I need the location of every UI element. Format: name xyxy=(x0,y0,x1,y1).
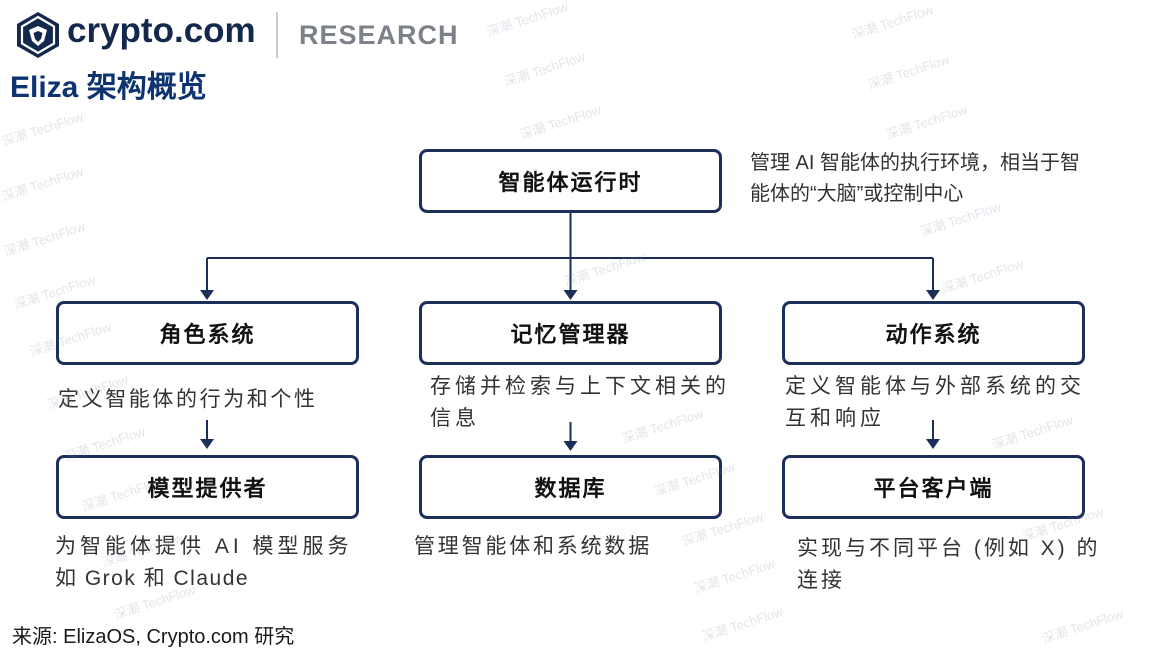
platform-client-desc: 实现与不同平台 (例如 X) 的 连接 xyxy=(797,533,1101,597)
character-system-label: 角色系统 xyxy=(159,322,256,347)
memory-manager-desc: 存储并检索与上下文相关的 信息 xyxy=(430,371,730,435)
watermark: 深潮 TechFlow xyxy=(866,51,952,93)
runtime-note: 管理 AI 智能体的执行环境，相当于智 能体的“大脑”或控制中心 xyxy=(750,148,1080,210)
watermark: 深潮 TechFlow xyxy=(0,163,86,205)
header-divider xyxy=(276,12,278,58)
runtime-box-label: 智能体运行时 xyxy=(498,170,643,195)
action-system-label: 动作系统 xyxy=(885,322,982,347)
model-provider-box: 模型提供者 xyxy=(56,455,359,519)
page-title: Eliza 架构概览 xyxy=(10,71,207,104)
watermark: 深潮 TechFlow xyxy=(940,255,1026,297)
watermark: 深潮 TechFlow xyxy=(485,0,571,40)
platform-client-box: 平台客户端 xyxy=(782,455,1085,519)
watermark: 深潮 TechFlow xyxy=(562,248,648,290)
watermark: 深潮 TechFlow xyxy=(692,555,778,597)
desc-line: 存储并检索与上下文相关的 xyxy=(430,375,730,398)
source-note: 来源: ElizaOS, Crypto.com 研究 xyxy=(12,626,295,648)
section-label: RESEARCH xyxy=(299,20,459,50)
arrowhead-c0-module xyxy=(200,290,214,300)
arrowhead-c1-child xyxy=(563,441,578,451)
desc-line: 信息 xyxy=(430,407,480,430)
desc-line: 定义智能体与外部系统的交 xyxy=(785,375,1085,398)
platform-client-label: 平台客户端 xyxy=(873,476,994,501)
database-box: 数据库 xyxy=(419,455,722,519)
model-provider-desc: 为智能体提供 AI 模型服务 如 Grok 和 Claude xyxy=(55,531,353,595)
watermark: 深潮 TechFlow xyxy=(1040,605,1126,647)
desc-line: 管理智能体和系统数据 xyxy=(414,535,652,558)
watermark: 深潮 TechFlow xyxy=(0,108,86,150)
character-system-box: 角色系统 xyxy=(56,301,359,365)
arrowhead-c1-module xyxy=(563,290,578,300)
desc-line: 实现与不同平台 (例如 X) 的 xyxy=(797,537,1101,560)
brand-wordmark: crypto.com xyxy=(67,11,256,50)
desc-line: 定义智能体的行为和个性 xyxy=(58,388,318,411)
crypto-com-lion-shield-icon xyxy=(17,12,59,58)
arrowhead-c2-module xyxy=(926,290,940,300)
runtime-box: 智能体运行时 xyxy=(419,149,722,213)
action-system-desc: 定义智能体与外部系统的交 互和响应 xyxy=(785,371,1085,435)
runtime-note-line: 管理 AI 智能体的执行环境，相当于智 xyxy=(750,152,1081,174)
arrowhead-c2-child xyxy=(926,439,940,449)
watermark: 深潮 TechFlow xyxy=(518,101,604,143)
character-system-desc: 定义智能体的行为和个性 xyxy=(58,384,318,416)
watermark: 深潮 TechFlow xyxy=(2,218,88,260)
watermark: 深潮 TechFlow xyxy=(700,603,786,645)
desc-line: 互和响应 xyxy=(785,407,885,430)
runtime-note-line: 能体的“大脑”或控制中心 xyxy=(750,183,964,205)
desc-line: 为智能体提供 AI 模型服务 xyxy=(55,535,353,558)
watermark: 深潮 TechFlow xyxy=(884,101,970,143)
desc-line: 如 Grok 和 Claude xyxy=(55,567,250,590)
watermark: 深潮 TechFlow xyxy=(502,48,588,90)
memory-manager-box: 记忆管理器 xyxy=(419,301,722,365)
action-system-box: 动作系统 xyxy=(782,301,1085,365)
desc-line: 连接 xyxy=(797,569,845,592)
model-provider-label: 模型提供者 xyxy=(147,476,268,501)
memory-manager-label: 记忆管理器 xyxy=(510,322,631,347)
arrowhead-c0-child xyxy=(200,439,214,449)
database-desc: 管理智能体和系统数据 xyxy=(414,531,652,563)
watermark: 深潮 TechFlow xyxy=(850,1,936,43)
database-label: 数据库 xyxy=(534,476,607,501)
